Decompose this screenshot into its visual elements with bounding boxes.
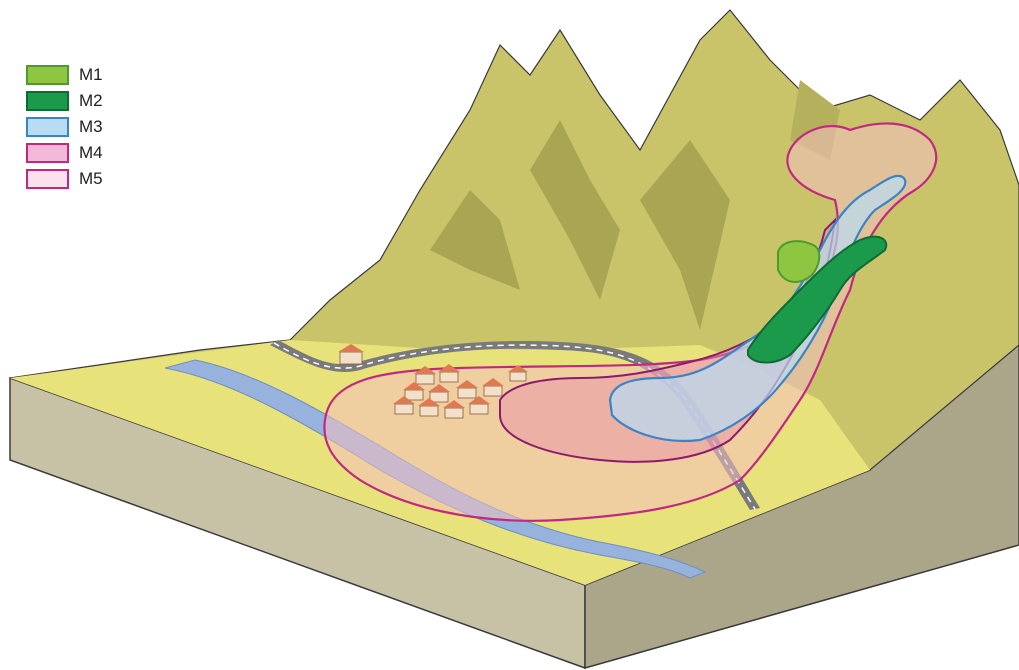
legend-label-m5: M5: [79, 169, 103, 189]
legend-swatch-m3: [26, 117, 69, 137]
legend-swatch-m1: [26, 65, 69, 85]
legend-label-m4: M4: [79, 143, 103, 163]
legend-item-m4: M4: [26, 140, 103, 166]
legend-label-m3: M3: [79, 117, 103, 137]
legend-swatch-m2: [26, 91, 69, 111]
legend-item-m1: M1: [26, 62, 103, 88]
legend-label-m1: M1: [79, 65, 103, 85]
legend-label-m2: M2: [79, 91, 103, 111]
legend-item-m2: M2: [26, 88, 103, 114]
legend-swatch-m4: [26, 143, 69, 163]
legend-item-m3: M3: [26, 114, 103, 140]
legend: M1 M2 M3 M4 M5: [26, 62, 103, 192]
legend-swatch-m5: [26, 169, 69, 189]
legend-item-m5: M5: [26, 166, 103, 192]
